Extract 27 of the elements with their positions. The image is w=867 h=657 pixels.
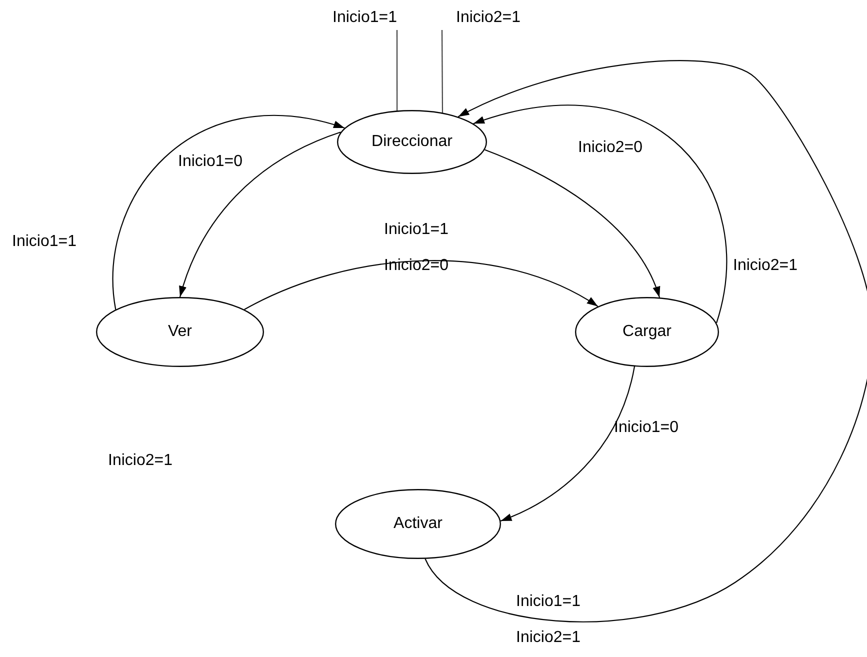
transition-arrow <box>112 115 345 310</box>
state-ellipse <box>575 297 719 367</box>
edge-label: Inicio1=1 <box>332 8 397 27</box>
state-name: Ver <box>168 323 192 341</box>
condition-label: Inicio2=1 <box>108 452 172 470</box>
transition-arrow <box>244 260 598 310</box>
transition-arrow <box>484 149 660 298</box>
state-ellipse <box>335 489 501 559</box>
transition-line <box>441 30 444 113</box>
state-ellipse <box>337 110 487 174</box>
edge-label: Inicio2=1 <box>733 256 798 275</box>
edge-label: Inicio1=1 <box>12 232 78 251</box>
state-ellipse <box>96 297 264 367</box>
state-name: Direccionar <box>372 133 452 151</box>
state-name: Cargar <box>622 323 672 341</box>
edge-label: Inicio1=1 Inicio2=1 <box>516 592 582 648</box>
edge-label: Inicio1=0 <box>178 152 244 171</box>
transition-arrow <box>424 60 867 622</box>
transition-arrow <box>500 366 636 522</box>
edge-label: Inicio1=1 Inicio2=0 <box>384 220 450 276</box>
transition-arrow <box>473 104 727 324</box>
edge-label: Inicio2=0 <box>578 138 644 157</box>
transition-arrow <box>179 132 341 298</box>
edge-label: Inicio1=0 <box>614 418 680 437</box>
state-name: Activar <box>394 515 442 533</box>
edge-label: Inicio2=1 <box>456 8 522 27</box>
transition-line <box>396 30 398 111</box>
